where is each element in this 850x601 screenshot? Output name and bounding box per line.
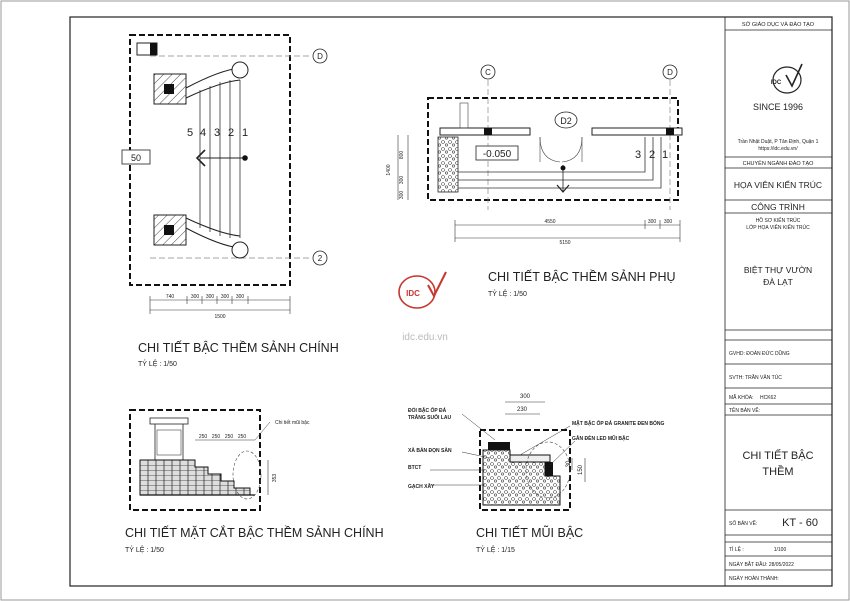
section-dim-1: 250	[199, 434, 208, 440]
side-level: -0.050	[483, 149, 512, 160]
nosing-w1: 300	[520, 394, 531, 400]
tb-project-name-1: BIỆT THỰ VƯỜN	[744, 265, 812, 275]
nosing-w2: 230	[517, 407, 528, 413]
main-dim-2: 300	[191, 294, 200, 300]
tb-start-date: NGÀY BẮT ĐẦU: 28/05/2022	[729, 560, 794, 568]
main-dim-1: 740	[166, 294, 175, 300]
side-step-2: 2	[649, 149, 655, 161]
side-vdim-2: 800	[399, 151, 405, 160]
tb-drawing-name-1: CHI TIẾT BẬC	[742, 449, 813, 462]
note-stair-stone: ĐỔI BẬC ỐP ĐÁ	[408, 407, 447, 414]
side-vdim-3: 300	[399, 176, 405, 185]
section-height: 353	[272, 474, 278, 483]
tb-sheet-no-label: SỐ BẢN VẼ:	[729, 520, 757, 527]
side-step-3: 3	[635, 149, 641, 161]
tb-logo-text: IDC	[771, 80, 782, 86]
section-dim-4: 250	[238, 434, 247, 440]
note-granite: MẶT BẬC ỐP ĐÁ GRANITE ĐEN BÓNG	[572, 419, 665, 427]
title-block-frame	[724, 16, 833, 587]
main-step-3: 3	[214, 127, 220, 139]
tb-sheet-no: KT - 60	[782, 517, 818, 529]
grid-bubble-d2	[662, 64, 678, 80]
grid-bubble-2	[312, 250, 328, 266]
section-boundary	[129, 409, 261, 511]
main-stair-scale: TỶ LỆ : 1/50	[138, 359, 177, 368]
main-dim-4: 300	[221, 294, 230, 300]
main-step-4: 4	[200, 127, 206, 139]
door-tag: D2	[560, 116, 572, 126]
note-led: GẮN ĐÈN LED MŨI BẬC	[572, 434, 630, 442]
stair-section	[129, 409, 271, 511]
nosing-h2: 30	[566, 460, 572, 467]
tb-ma-khoa-label: MÃ KHÓA:	[729, 394, 753, 401]
tb-end-date: NGÀY HOÀN THÀNH:	[729, 575, 779, 582]
main-step-2: 2	[228, 127, 234, 139]
tb-scale: 1/100	[774, 547, 787, 553]
side-stair-plan	[397, 64, 683, 242]
tb-since: SINCE 1996	[753, 102, 803, 112]
tb-gvhd: GVHD: ĐOÀN ĐỨC DŨNG	[729, 350, 790, 357]
tb-project-sub1: HỒ SƠ KIẾN TRÚC	[756, 217, 801, 224]
section-title: CHI TIẾT MẶT CẮT BẬC THỀM SẢNH CHÍNH	[125, 525, 384, 540]
planter	[437, 136, 459, 193]
watermark-logo-text: IDC	[406, 289, 420, 298]
tb-project-label: CÔNG TRÌNH	[751, 202, 805, 212]
tb-drawing-label: TÊN BẢN VẼ:	[729, 406, 760, 414]
tb-project-sub2: LỚP HỌA VIÊN KIẾN TRÚC	[746, 223, 810, 231]
nosing-scale: TỶ LỆ : 1/15	[476, 545, 515, 554]
main-step-1: 1	[242, 127, 248, 139]
section-callout: Chi tiết mũi bậc	[275, 420, 310, 426]
nosing-h1: 150	[578, 464, 584, 475]
grid-label-d-side: D	[667, 68, 673, 77]
nosing-detail	[430, 401, 586, 511]
section-scale: TỶ LỆ : 1/50	[125, 545, 164, 554]
tb-address: Trần Nhật Duật, P Tân Định, Quận 1	[738, 139, 819, 145]
section-dim-2: 250	[212, 434, 221, 440]
side-vdim-1: 1400	[386, 164, 392, 175]
tb-ma-khoa: HCK62	[760, 395, 776, 401]
watermark-logo	[398, 271, 447, 309]
main-step-5: 5	[187, 127, 193, 139]
tb-program-label: CHUYÊN NGÀNH ĐÀO TẠO	[743, 159, 815, 167]
section-dim-3: 250	[225, 434, 234, 440]
main-dim-3: 300	[206, 294, 215, 300]
note-stair-stone-2: TRẮNG SUỐI LAU	[408, 413, 451, 421]
note-floor-beam: XÀ BẢN ĐỌN SÀN	[408, 447, 452, 454]
side-dim-r2: 300	[664, 219, 673, 225]
main-stair-title: CHI TIẾT BẬC THỀM SẢNH CHÍNH	[138, 340, 339, 355]
tb-scale-label: TỈ LỆ :	[729, 545, 744, 553]
side-stair-scale: TỶ LỆ : 1/50	[488, 289, 527, 298]
side-label: 50	[131, 153, 141, 163]
side-plan-boundary	[427, 97, 679, 201]
side-dim-r1: 300	[648, 219, 657, 225]
grid-label-2: 2	[318, 254, 323, 263]
side-step-1: 1	[662, 149, 668, 161]
tb-project-name-2: ĐÀ LẠT	[763, 277, 793, 287]
side-vdim-4: 300	[399, 191, 405, 200]
main-dim-total: 1500	[214, 314, 225, 320]
tb-website: https://idc.edu.vn/	[758, 146, 798, 152]
grid-label-c: C	[485, 68, 491, 77]
note-brick: GẠCH XÂY	[408, 483, 435, 490]
grid-bubble-d	[312, 48, 328, 64]
nosing-title: CHI TIẾT MŨI BẬC	[476, 525, 583, 540]
grid-bubble-c	[480, 64, 496, 80]
side-dim-total: 5150	[559, 240, 570, 246]
main-dim-5: 300	[236, 294, 245, 300]
tb-program: HỌA VIÊN KIẾN TRÚC	[734, 180, 822, 190]
side-dim-main: 4550	[544, 219, 555, 225]
main-stair-plan	[121, 34, 328, 314]
side-stair-title: CHI TIẾT BẬC THỀM SẢNH PHỤ	[488, 269, 676, 284]
tb-svth: SVTH: TRẦN VĂN TÚC	[729, 374, 782, 381]
watermark-url: idc.edu.vn	[402, 332, 448, 343]
tb-drawing-name-2: THỀM	[762, 465, 793, 478]
note-concrete: BTCT	[408, 465, 421, 471]
tb-department: SỞ GIÁO DỤC VÀ ĐÀO TẠO	[742, 21, 815, 28]
grid-label-d: D	[317, 52, 323, 61]
title-logo	[772, 63, 803, 94]
